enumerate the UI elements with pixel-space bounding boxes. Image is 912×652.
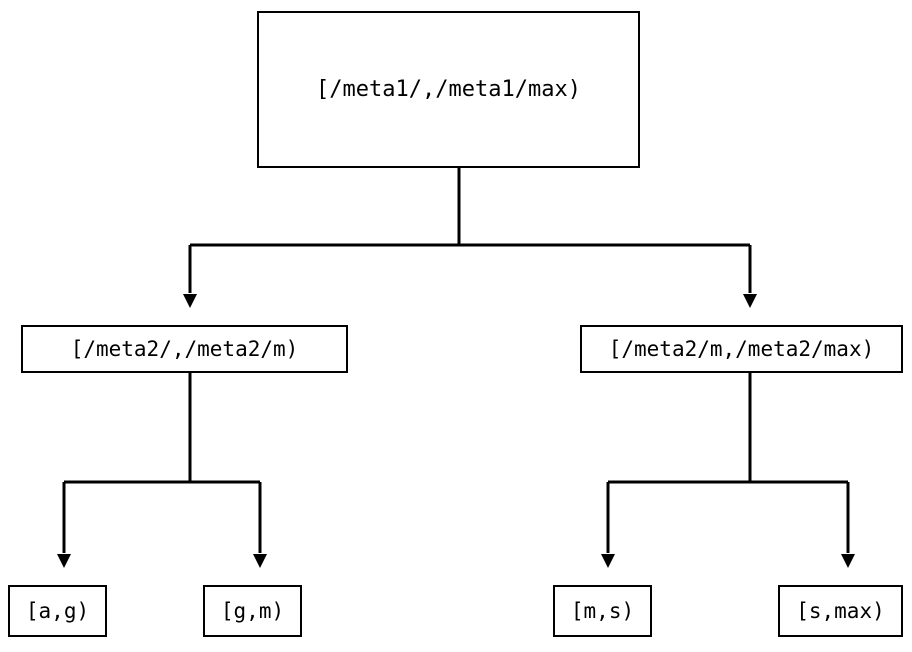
edge-root-to-level2-group [183, 168, 757, 308]
arrowhead-to-leaf-a-g [57, 554, 71, 568]
node-level2-left[interactable]: [/meta2/,/meta2/m) [21, 325, 348, 373]
node-leaf-m-s[interactable]: [m,s) [553, 585, 652, 637]
edge-level2-left-to-leaves-group [57, 373, 267, 568]
node-root[interactable]: [/meta1/,/meta1/max) [257, 11, 640, 168]
node-leaf-s-max[interactable]: [s,max) [778, 585, 903, 637]
node-leaf-m-s-label: [m,s) [570, 599, 635, 623]
node-leaf-g-m[interactable]: [g,m) [203, 585, 302, 637]
arrowhead-to-level2-right [743, 294, 757, 308]
node-level2-right-label: [/meta2/m,/meta2/max) [608, 337, 875, 361]
edge-level2-right-to-leaves-group [601, 373, 855, 568]
arrowhead-to-leaf-m-s [601, 554, 615, 568]
node-level2-right[interactable]: [/meta2/m,/meta2/max) [580, 325, 903, 373]
arrowhead-to-leaf-s-max [841, 554, 855, 568]
arrowhead-to-leaf-g-m [253, 554, 267, 568]
node-root-label: [/meta1/,/meta1/max) [316, 77, 581, 102]
node-leaf-a-g-label: [a,g) [25, 599, 90, 623]
node-level2-left-label: [/meta2/,/meta2/m) [70, 337, 299, 361]
node-leaf-g-m-label: [g,m) [220, 599, 285, 623]
node-leaf-a-g[interactable]: [a,g) [8, 585, 107, 637]
arrowhead-to-level2-left [183, 294, 197, 308]
node-leaf-s-max-label: [s,max) [796, 599, 885, 623]
